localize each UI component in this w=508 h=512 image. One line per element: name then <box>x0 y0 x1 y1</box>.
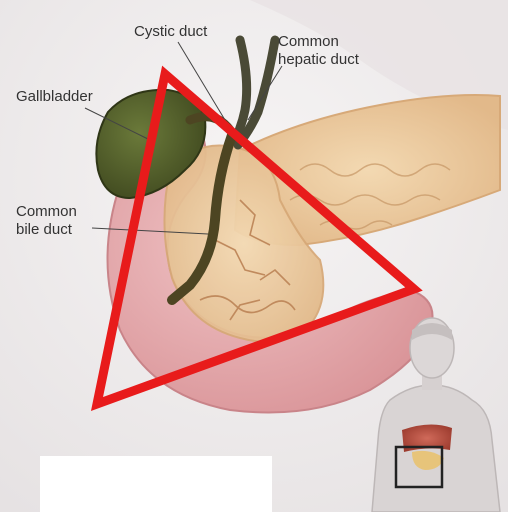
label-common-bile-duct-line1: Common <box>16 203 77 221</box>
label-common-bile-duct-line2: bile duct <box>16 221 77 239</box>
label-common-hepatic-duct: Common hepatic duct <box>278 33 359 69</box>
label-cystic-duct: Cystic duct <box>134 23 207 41</box>
label-cystic-duct-text: Cystic duct <box>134 23 207 41</box>
label-common-bile-duct: Common bile duct <box>16 203 77 239</box>
label-common-hepatic-duct-line1: Common <box>278 33 359 51</box>
blank-panel <box>40 456 272 512</box>
label-common-hepatic-duct-line2: hepatic duct <box>278 51 359 69</box>
label-gallbladder: Gallbladder <box>16 88 93 106</box>
label-gallbladder-text: Gallbladder <box>16 88 93 106</box>
